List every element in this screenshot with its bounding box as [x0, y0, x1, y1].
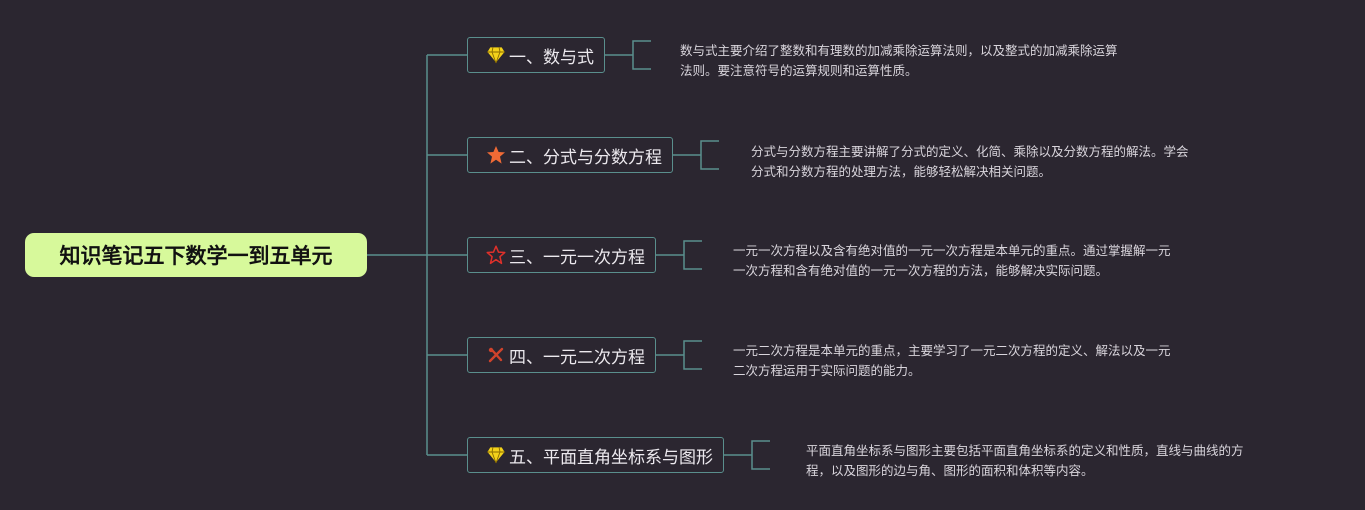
- branch-label-1: 一、数与式: [509, 47, 594, 68]
- branch-node-3[interactable]: 三、一元一次方程: [467, 237, 656, 273]
- branch-desc-5-line-2: 程，以及图形的边与角、图形的面积和体积等内容。: [806, 463, 1094, 478]
- branch-desc-5-line-1: 平面直角坐标系与图形主要包括平面直角坐标系的定义和性质，直线与曲线的方: [806, 443, 1244, 458]
- branch-desc-3: 一元一次方程以及含有绝对值的一元一次方程是本单元的重点。通过掌握解一元 一次方程…: [733, 241, 1171, 281]
- branch-desc-5: 平面直角坐标系与图形主要包括平面直角坐标系的定义和性质，直线与曲线的方 程，以及…: [806, 441, 1244, 481]
- diamond-icon: [486, 45, 506, 65]
- branch-desc-3-line-2: 一次方程和含有绝对值的一元一次方程的方法，能够解决实际问题。: [733, 263, 1109, 278]
- branch-desc-2-line-2: 分式和分数方程的处理方法，能够轻松解决相关问题。: [751, 164, 1052, 179]
- branch-desc-1-line-2: 法则。要注意符号的运算规则和运算性质。: [680, 63, 918, 78]
- branch-desc-4: 一元二次方程是本单元的重点，主要学习了一元二次方程的定义、解法以及一元 二次方程…: [733, 341, 1171, 381]
- branch-desc-1: 数与式主要介绍了整数和有理数的加减乘除运算法则，以及整式的加减乘除运算 法则。要…: [680, 41, 1118, 81]
- branch-desc-1-line-1: 数与式主要介绍了整数和有理数的加减乘除运算法则，以及整式的加减乘除运算: [680, 43, 1118, 58]
- root-topic-label: 知识笔记五下数学一到五单元: [59, 244, 333, 268]
- star-outline-icon: [486, 245, 506, 265]
- diamond-icon: [486, 445, 506, 465]
- branch-node-1[interactable]: 一、数与式: [467, 37, 605, 73]
- branch-desc-2: 分式与分数方程主要讲解了分式的定义、化简、乘除以及分数方程的解法。学会 分式和分…: [751, 142, 1189, 182]
- branch-desc-3-line-1: 一元一次方程以及含有绝对值的一元一次方程是本单元的重点。通过掌握解一元: [733, 243, 1171, 258]
- branch-desc-2-line-1: 分式与分数方程主要讲解了分式的定义、化简、乘除以及分数方程的解法。学会: [751, 144, 1189, 159]
- tools-icon: [486, 345, 506, 365]
- root-topic[interactable]: 知识笔记五下数学一到五单元: [25, 233, 367, 277]
- branch-desc-4-line-1: 一元二次方程是本单元的重点，主要学习了一元二次方程的定义、解法以及一元: [733, 343, 1171, 358]
- star-filled-icon: [486, 145, 506, 165]
- branch-label-5: 五、平面直角坐标系与图形: [509, 447, 713, 468]
- branch-node-5[interactable]: 五、平面直角坐标系与图形: [467, 437, 724, 473]
- branch-node-4[interactable]: 四、一元二次方程: [467, 337, 656, 373]
- branch-node-2[interactable]: 二、分式与分数方程: [467, 137, 673, 173]
- branch-desc-4-line-2: 二次方程运用于实际问题的能力。: [733, 363, 921, 378]
- branch-label-3: 三、一元一次方程: [509, 247, 645, 268]
- branch-label-4: 四、一元二次方程: [509, 347, 645, 368]
- branch-label-2: 二、分式与分数方程: [509, 147, 662, 168]
